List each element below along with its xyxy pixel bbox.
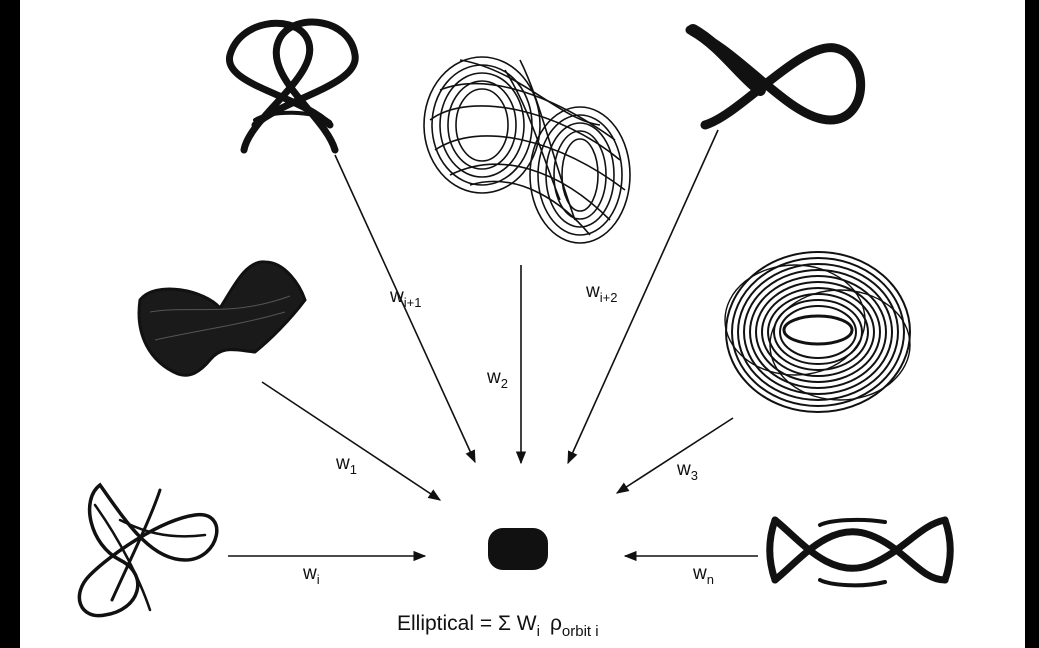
weight-label-w-3: w3 <box>676 459 698 483</box>
orbit-bowtie <box>139 262 305 375</box>
arrow-w-1 <box>262 382 440 500</box>
orbit-dense-peanut <box>424 57 630 243</box>
orbit-figure-eight-pretzel <box>229 22 355 150</box>
weight-label-w-1: w1 <box>335 453 357 477</box>
arrow-w-3 <box>617 418 733 493</box>
weight-label-w-n: wn <box>692 563 714 587</box>
elliptical-galaxy-blob <box>488 528 548 570</box>
weight-label-w-i-plus-1: wi+1 <box>389 286 421 310</box>
weight-label-w-i-plus-2: wi+2 <box>585 281 617 305</box>
orbit-crossed-loops <box>79 485 216 616</box>
orbit-chain <box>770 520 951 585</box>
weight-label-w-2: w2 <box>486 367 508 391</box>
orbit-torus <box>725 252 910 412</box>
weight-label-w-i: wi <box>302 563 320 587</box>
orbit-twisted-loop <box>690 30 861 125</box>
